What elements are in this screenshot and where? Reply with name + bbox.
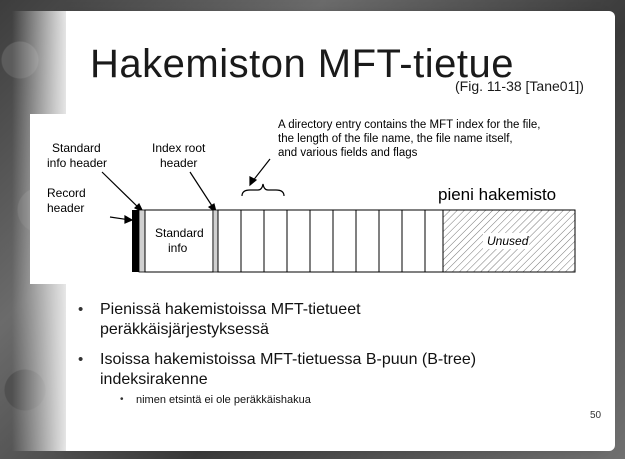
bullet-2-line-2: indeksirakenne xyxy=(100,371,208,388)
directory-entry-note-2: the length of the file name, the file na… xyxy=(278,133,513,145)
label-record-header-1: Record xyxy=(47,186,86,200)
mft-record-diagram: Standard info header Index root header R… xyxy=(30,114,615,284)
bullet-dot: • xyxy=(78,301,84,318)
label-standard-info-header-2: info header xyxy=(47,156,107,170)
sub-bullet-dot: • xyxy=(120,394,124,405)
bullet-2-line-1: Isoissa hakemistoissa MFT-tietuessa B-pu… xyxy=(100,351,477,368)
directory-entry-note-1: A directory entry contains the MFT index… xyxy=(278,119,541,131)
label-small-directory: pieni hakemisto xyxy=(438,185,556,204)
sub-bullet-item: • nimen etsintä ei ole peräkkäishakua xyxy=(120,392,476,408)
mft-record-bar xyxy=(132,209,576,273)
label-standard-info-header-1: Standard xyxy=(52,141,101,155)
bullet-list: • Pienissä hakemistoissa MFT-tietueet pe… xyxy=(78,300,598,418)
bullet-text: Pienissä hakemistoissa MFT-tietueet perä… xyxy=(100,300,361,340)
bullet-item: • Pienissä hakemistoissa MFT-tietueet pe… xyxy=(78,300,598,340)
slide-title: Hakemiston MFT-tietue xyxy=(90,42,514,86)
label-standard-info-1: Standard xyxy=(155,226,204,240)
bullet-dot: • xyxy=(78,351,84,368)
mft-diagram-svg: Standard info header Index root header R… xyxy=(47,119,576,273)
bullet-text: Isoissa hakemistoissa MFT-tietuessa B-pu… xyxy=(100,350,476,408)
label-index-root-header-2: header xyxy=(160,156,197,170)
bullet-1-line-1: Pienissä hakemistoissa MFT-tietueet xyxy=(100,301,361,318)
label-standard-info-2: info xyxy=(168,241,188,255)
sub-bullet-text: nimen etsintä ei ole peräkkäishakua xyxy=(136,394,311,406)
label-record-header-2: header xyxy=(47,201,84,215)
label-unused: Unused xyxy=(487,234,529,248)
entry-brace xyxy=(241,183,285,197)
label-index-root-header-1: Index root xyxy=(152,141,206,155)
bullet-1-line-2: peräkkäisjärjestyksessä xyxy=(100,321,269,338)
bullet-item: • Isoissa hakemistoissa MFT-tietuessa B-… xyxy=(78,350,598,408)
page-number: 50 xyxy=(590,410,602,421)
figure-reference: (Fig. 11-38 [Tane01]) xyxy=(455,78,584,94)
directory-entry-note-3: and various fields and flags xyxy=(278,147,418,159)
